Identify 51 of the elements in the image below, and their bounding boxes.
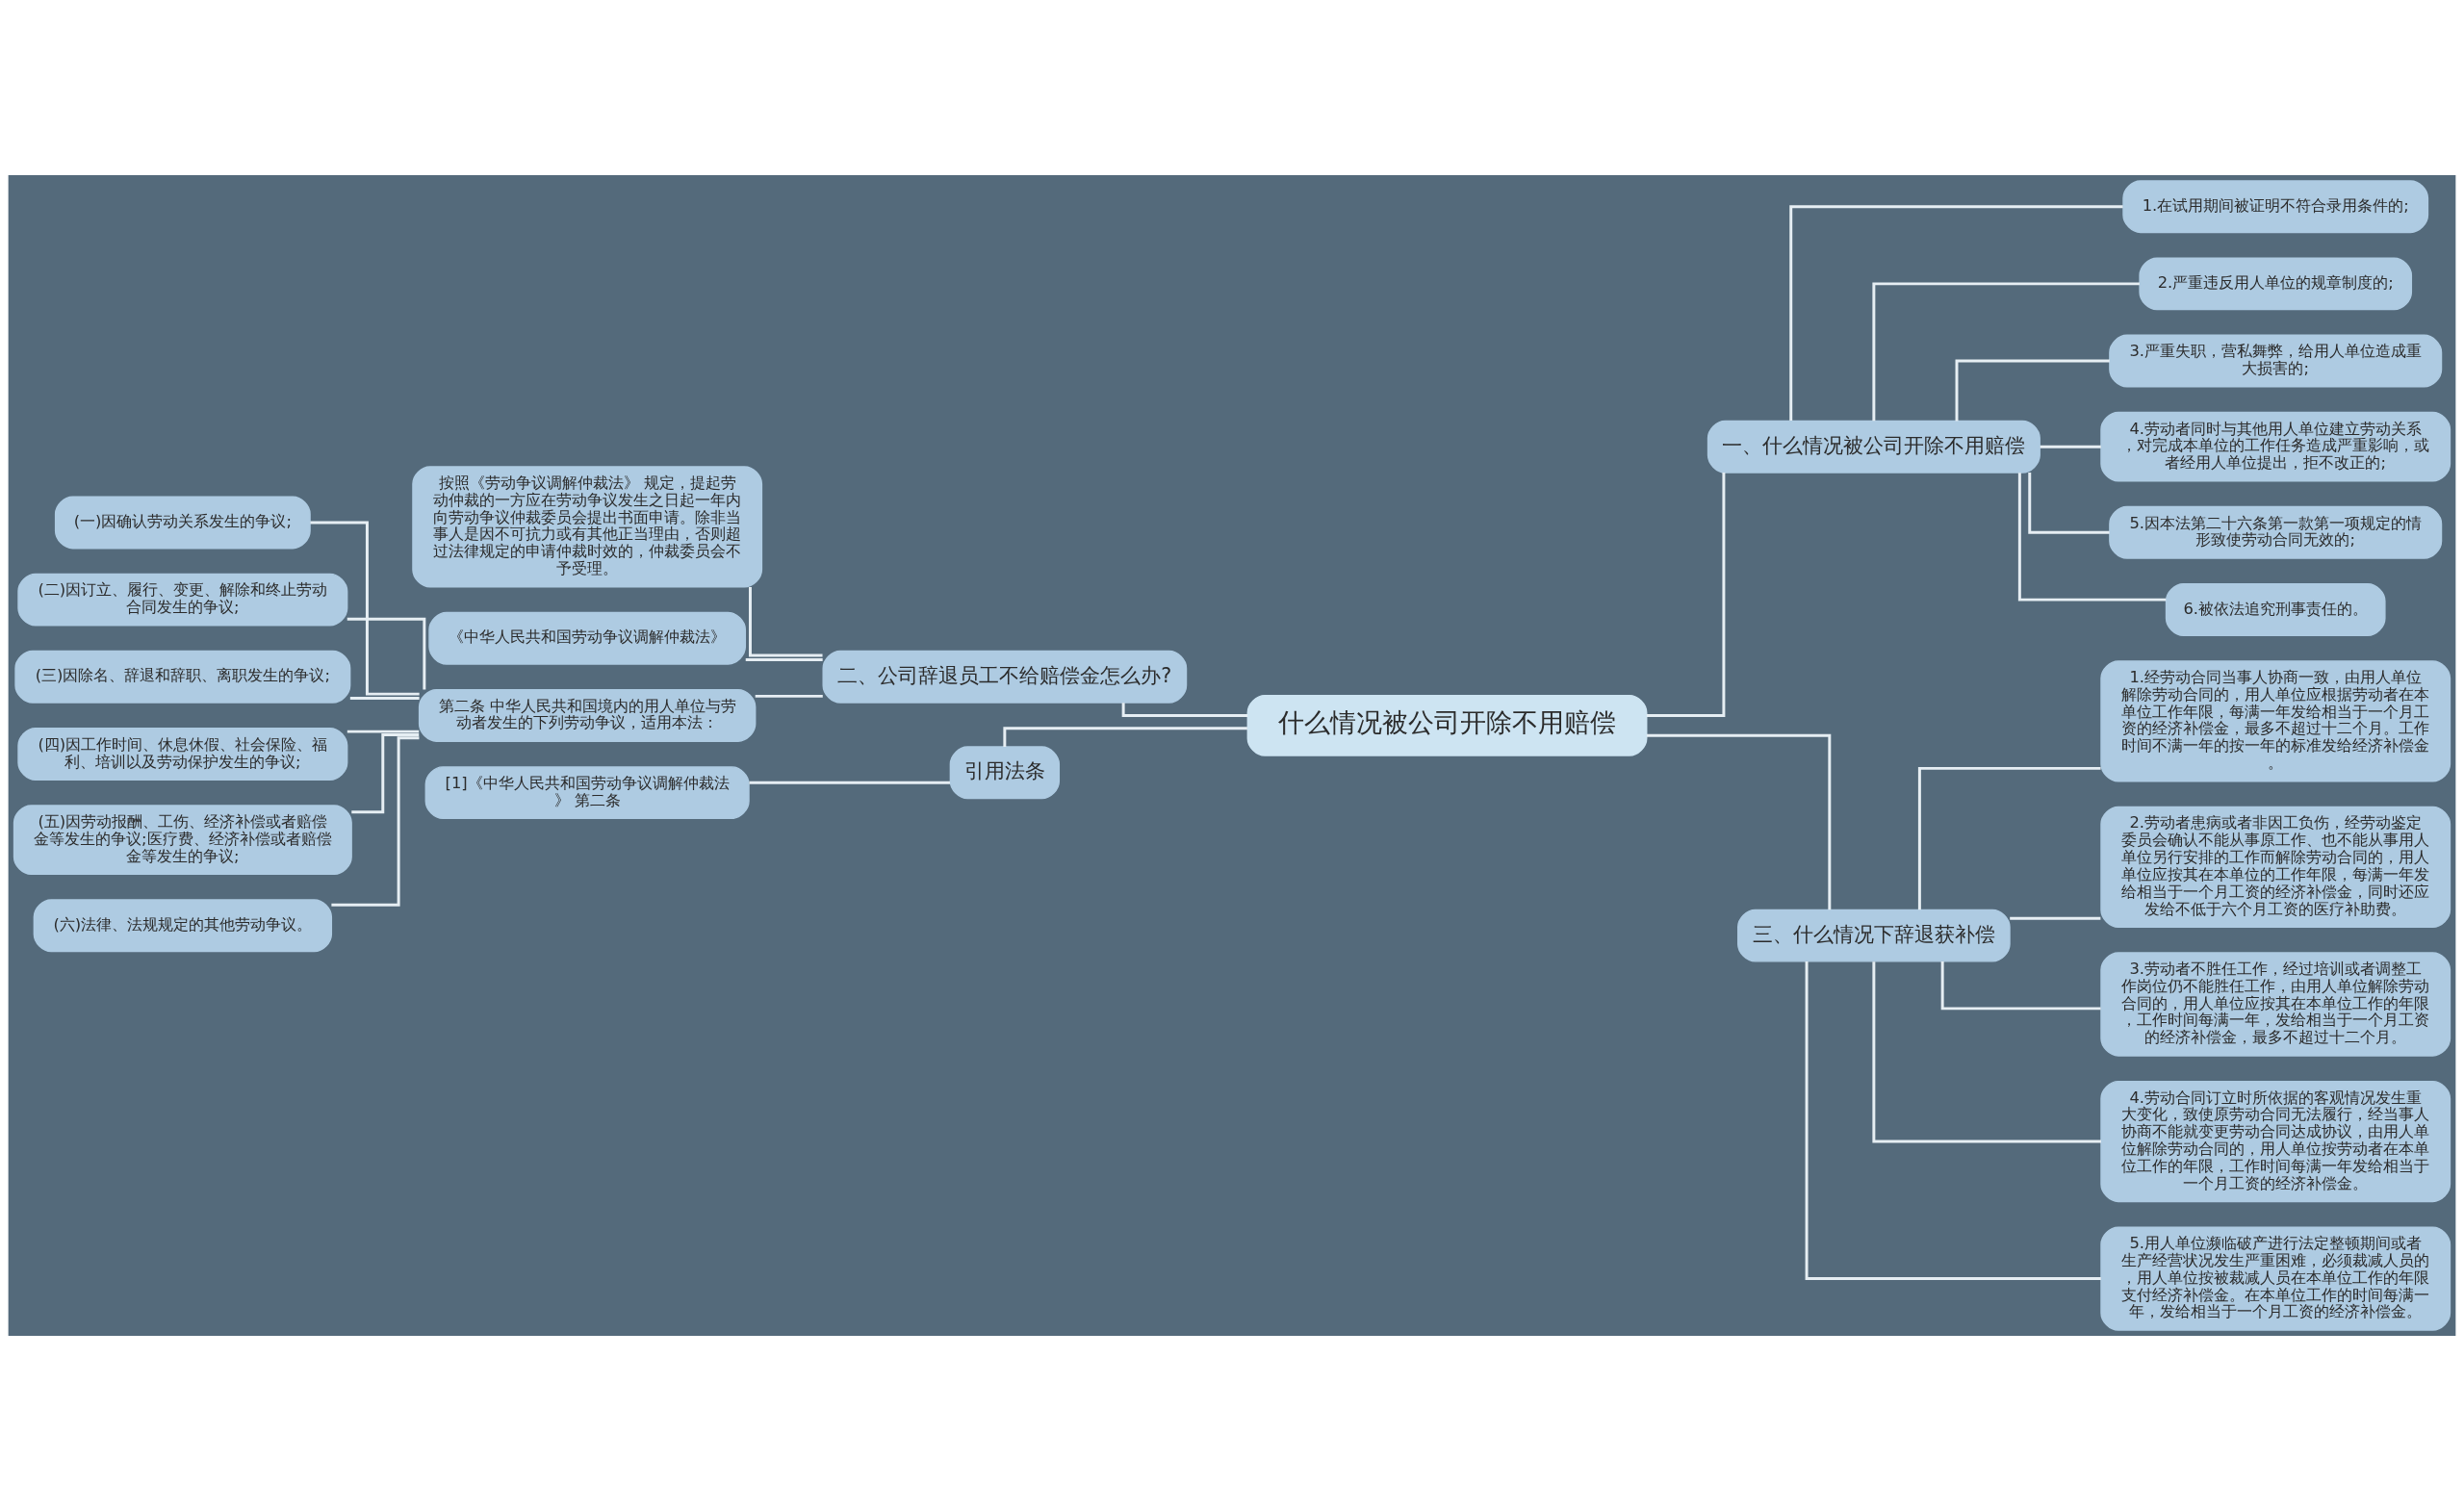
node-box: 2.严重违反用人单位的规章制度的; — [2139, 257, 2413, 311]
connector — [745, 658, 823, 661]
node-box: 一、什么情况被公司开除不用赔偿 — [1707, 420, 2040, 474]
node-box: (五)因劳动报酬、工伤、经济补偿或者赔偿金等发生的争议;医疗费、经济补偿或者赔偿金等发生的争议; — [13, 805, 352, 875]
connector — [1646, 472, 1726, 717]
connector — [1003, 727, 1247, 748]
node-box: (一)因确认劳动关系发生的争议; — [54, 496, 311, 550]
node-box: 二、公司辞退员工不给赔偿金怎么办? — [822, 650, 1188, 704]
connector — [346, 617, 426, 690]
node-box: 什么情况被公司开除不用赔偿 — [1246, 694, 1648, 756]
connector — [1805, 960, 2101, 1281]
connector — [346, 730, 420, 733]
node-box: 5.因本法第二十六条第一款第一项规定的情形致使劳动合同无效的; — [2109, 505, 2443, 559]
connector — [1121, 703, 1248, 717]
node-box: (六)法律、法规规定的其他劳动争议。 — [33, 899, 333, 953]
connector — [1917, 766, 2101, 910]
node-box: [1]《中华人民共和国劳动争议调解仲裁法》 第二条 — [424, 766, 750, 820]
node-box: 1.在试用期间被证明不符合录用条件的; — [2122, 180, 2429, 234]
node-box: 4.劳动者同时与其他用人单位建立劳动关系，对完成本单位的工作任务造成严重影响，或者经用人单位提出，拒不改正的; — [2100, 411, 2451, 482]
node-box: 3.严重失职，营私舞弊，给用人单位造成重大损害的; — [2109, 334, 2443, 388]
node-box: 3.劳动者不胜任工作，经过培训或者调整工作岗位仍不能胜任工作，由用人单位解除劳动合同的，用人单位应按其在本单位工作的年限，工作时间每满一年，发给相当于一个月工资的经济补偿金，最多不超过十二个月。 — [2100, 952, 2451, 1057]
connector — [1789, 205, 2123, 421]
connector — [2017, 473, 2167, 602]
node-box: 1.经劳动合同当事人协商一致，由用人单位解除劳动合同的，用人单位应根据劳动者在本单位工作年限，每满一年发给相当于一个月工资的经济补偿金，最多不超过十二个月。工作时间不满一年的按一年的标准发给经济补偿金。 — [2100, 660, 2451, 782]
node-box: (二)因订立、履行、变更、解除和终止劳动合同发生的争议; — [17, 573, 348, 627]
connector — [349, 697, 420, 701]
node-box: 4.劳动合同订立时所依据的客观情况发生重大变化，致使原劳动合同无法履行，经当事人协商不能就变更劳动合同达成协议，由用人单位解除劳动合同的，用人单位按劳动者在本单位工作的年限，工作时间每满一年发给相当于一个月工资的经济补偿金。 — [2100, 1080, 2451, 1203]
connector — [351, 732, 420, 814]
node-box: 引用法条 — [949, 746, 1061, 800]
connector — [749, 586, 823, 657]
node-box: (四)因工作时间、休息休假、社会保险、福利、培训以及劳动保护发生的争议; — [17, 728, 348, 781]
connector — [2040, 445, 2101, 448]
node-box: 《中华人民共和国劳动争议调解仲裁法》 — [428, 611, 747, 665]
connector — [1646, 733, 1832, 910]
connector — [1940, 961, 2101, 1011]
connector — [310, 521, 420, 696]
node-box: 6.被依法追究刑事责任的。 — [2165, 583, 2386, 636]
connector — [2010, 916, 2101, 920]
connector — [1955, 359, 2110, 422]
connector — [331, 736, 420, 907]
node-box: 2.劳动者患病或者非因工负伤，经劳动鉴定委员会确认不能从事原工作、也不能从事用人单位另行安排的工作而解除劳动合同的，用人单位应按其在本单位的工作年限，每满一年发给相当于一个月工资的经济补偿金，同时还应发给不低于六个月工资的医疗补助费。 — [2100, 806, 2451, 928]
node-box: (三)因除名、辞退和辞职、离职发生的争议; — [14, 650, 351, 704]
node-box: 5.用人单位濒临破产进行法定整顿期间或者生产经营状况发生严重困难，必须裁减人员的，用人单位按被裁减人员在本单位工作的年限支付经济补偿金。在本单位工作的时间每满一年，发给相当于一个月工资的经济补偿金。 — [2100, 1226, 2451, 1331]
node-box: 三、什么情况下辞退获补偿 — [1737, 909, 2011, 962]
connector — [1872, 961, 2101, 1143]
connector — [749, 781, 950, 784]
node-box: 按照《劳动争议调解仲裁法》 规定，提起劳动仲裁的一方应在劳动争议发生之日起一年内向劳动争议仲裁委员会提出书面申请。除非当事人是因不可抗力或有其他正当理由，否则超过法律规定的申请仲裁时效的，仲裁委员会不予受理。 — [412, 466, 763, 588]
connector — [755, 694, 823, 698]
connector — [2028, 472, 2110, 534]
connector — [1872, 282, 2140, 422]
node-box: 第二条 中华人民共和国境内的用人单位与劳动者发生的下列劳动争议，适用本法： — [418, 688, 757, 742]
